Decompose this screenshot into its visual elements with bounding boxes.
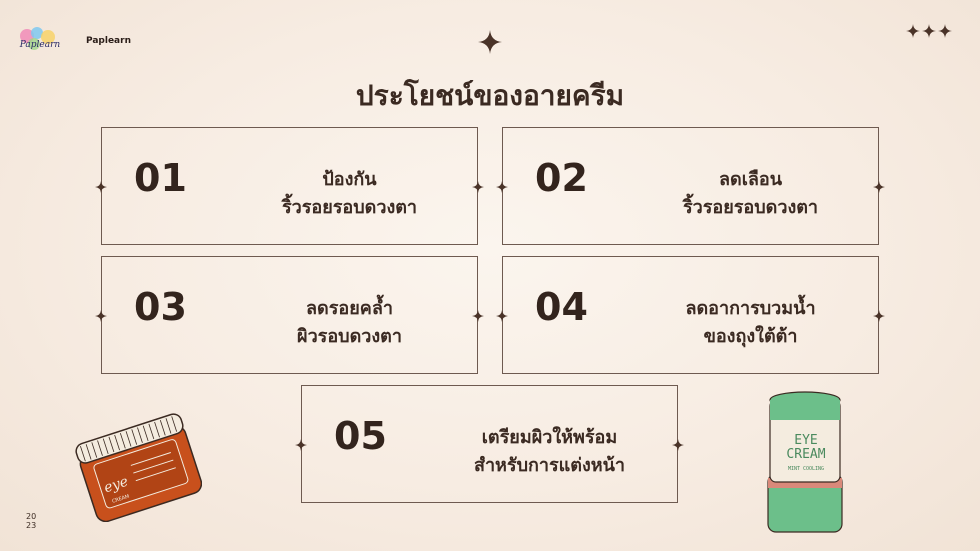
benefit-card-01: 01 ป้องกัน ริ้วรอยรอบดวงตา [95, 127, 484, 245]
svg-text:MINT COOLING: MINT COOLING [788, 466, 824, 472]
sparkle-icon [95, 310, 107, 322]
year-label: 20 23 [26, 512, 36, 530]
card-description: ลดเลือน ริ้วรอยรอบดวงตา [633, 166, 868, 222]
card-line-2: สำหรับการแต่งหน้า [473, 455, 626, 476]
brand-name: Paplearn [86, 36, 131, 46]
card-number: 01 [134, 156, 187, 200]
card-number: 02 [535, 156, 588, 200]
benefit-card-03: 03 ลดรอยคล้ำ ผิวรอบดวงตา [95, 256, 484, 374]
card-number: 03 [134, 285, 187, 329]
card-line-1: ลดรอยคล้ำ [306, 298, 393, 319]
year-line-2: 23 [26, 521, 37, 530]
three-stars-icon [906, 24, 952, 38]
svg-text:CREAM: CREAM [786, 447, 825, 462]
page-title: ประโยชน์ของอายครีม [355, 79, 625, 112]
card-description: เตรียมผิวให้พร้อม สำหรับการแต่งหน้า [432, 424, 667, 480]
card-line-2: ของถุงใต้ต้า [703, 326, 798, 347]
card-line-1: ลดอาการบวมน้ำ [685, 298, 816, 319]
svg-text:EYE: EYE [794, 433, 817, 448]
card-line-1: ลดเลือน [718, 169, 783, 190]
card-number: 05 [334, 414, 387, 458]
sparkle-icon [496, 310, 508, 322]
eye-cream-stick-icon: EYE CREAM MINT COOLING [767, 391, 843, 533]
benefit-card-04: 04 ลดอาการบวมน้ำ ของถุงใต้ต้า [496, 256, 885, 374]
card-description: ลดอาการบวมน้ำ ของถุงใต้ต้า [633, 295, 868, 351]
svg-text:Paplearn: Paplearn [19, 40, 61, 50]
logo-icon: Paplearn [19, 27, 61, 50]
card-line-1: ป้องกัน [322, 169, 377, 190]
card-description: ป้องกัน ริ้วรอยรอบดวงตา [232, 166, 467, 222]
sparkle-icon [873, 181, 885, 193]
card-description: ลดรอยคล้ำ ผิวรอบดวงตา [232, 295, 467, 351]
benefit-card-02: 02 ลดเลือน ริ้วรอยรอบดวงตา [496, 127, 885, 245]
card-line-1: เตรียมผิวให้พร้อม [481, 427, 618, 448]
card-number: 04 [535, 285, 588, 329]
sparkle-icon [873, 310, 885, 322]
sparkle-icon [672, 439, 684, 451]
benefit-card-05: 05 เตรียมผิวให้พร้อม สำหรับการแต่งหน้า [295, 385, 684, 503]
sparkle-icon [472, 310, 484, 322]
svg-text:CREAM: CREAM [111, 494, 130, 505]
svg-text:eye: eye [102, 474, 130, 497]
sparkle-icon [472, 181, 484, 193]
sparkle-icon [95, 181, 107, 193]
sparkle-icon [295, 439, 307, 451]
year-line-1: 20 [26, 512, 37, 521]
card-line-2: ผิวรอบดวงตา [297, 326, 402, 347]
sparkle-star-icon [478, 30, 502, 54]
card-line-2: ริ้วรอยรอบดวงตา [682, 197, 819, 218]
sparkle-icon [496, 181, 508, 193]
card-line-2: ริ้วรอยรอบดวงตา [281, 197, 418, 218]
eye-cream-jar-icon: eye CREAM [75, 413, 202, 522]
